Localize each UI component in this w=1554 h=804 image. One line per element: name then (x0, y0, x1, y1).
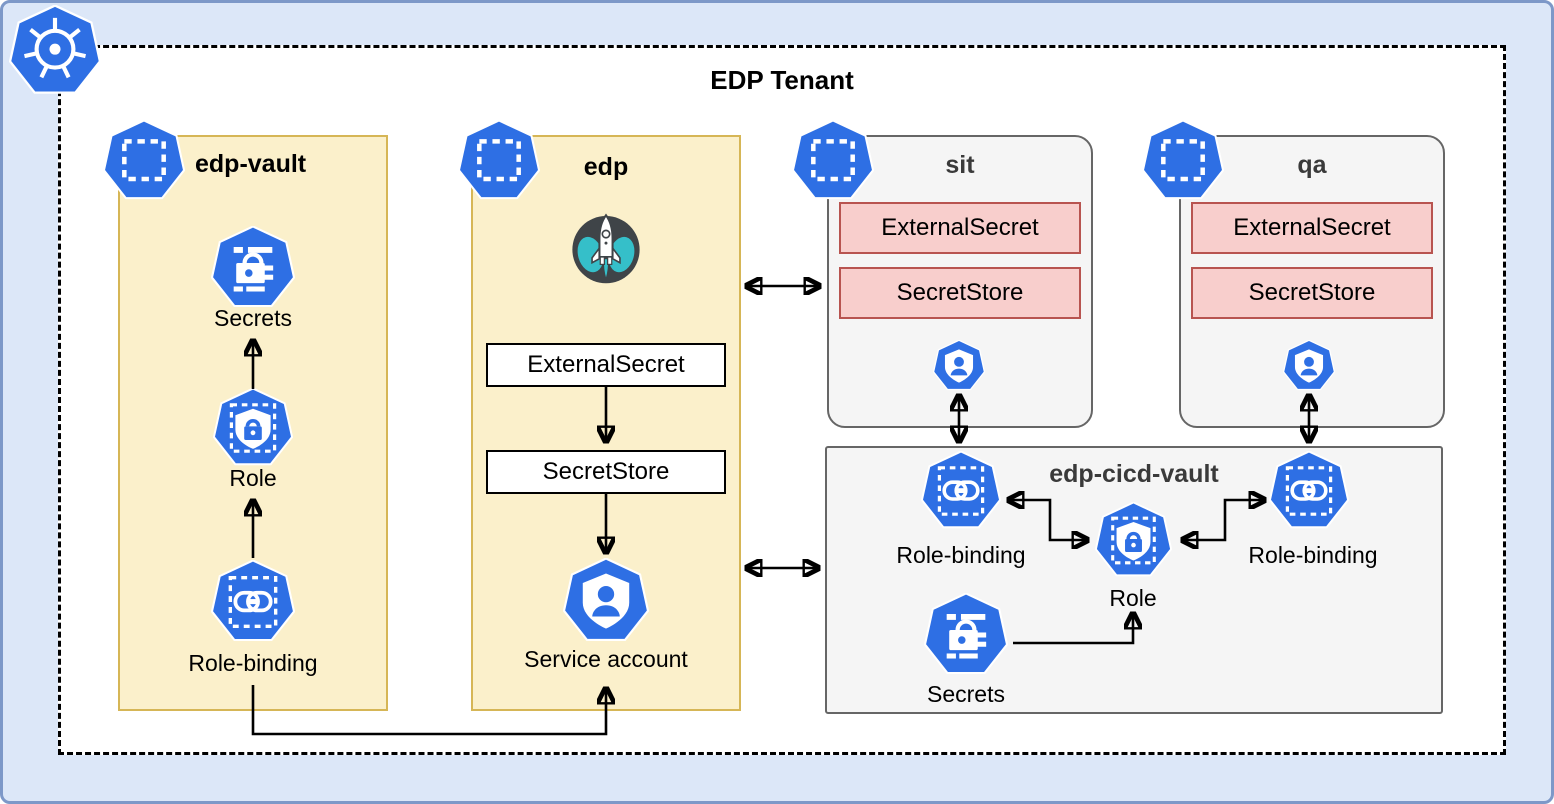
role-label: Role (1109, 585, 1157, 611)
namespace-edp-vault-title: edp-vault (195, 150, 307, 178)
external-secret-box: ExternalSecret (486, 343, 726, 387)
edp-platform-logo (565, 207, 647, 289)
role-icon (1095, 502, 1172, 579)
role-binding-right-label: Role-binding (1248, 542, 1378, 568)
service-account-icon (933, 340, 985, 392)
secret-store-box: SecretStore (486, 450, 726, 494)
namespace-edp-title: edp (583, 153, 629, 181)
secrets-icon (211, 226, 295, 310)
namespace-qa-title: qa (1297, 151, 1327, 179)
role-binding-icon (921, 451, 1001, 531)
tenant-title: EDP Tenant (710, 65, 854, 95)
role-binding-left-label: Role-binding (896, 542, 1026, 568)
role-binding-label: Role-binding (188, 650, 318, 676)
service-account-icon (1283, 340, 1335, 392)
secrets-icon (924, 593, 1008, 677)
secret-store-box: SecretStore (1191, 267, 1433, 319)
secret-store-box: SecretStore (839, 267, 1081, 319)
external-secret-box: ExternalSecret (839, 202, 1081, 254)
role-label: Role (229, 465, 277, 491)
namespace-edp-cicd-vault-title: edp-cicd-vault (1049, 460, 1219, 488)
service-account-label: Service account (524, 646, 688, 672)
secrets-label: Secrets (927, 681, 1005, 707)
role-binding-icon (211, 560, 295, 644)
namespace-sit-title: sit (945, 151, 975, 179)
service-account-icon (563, 558, 649, 644)
namespace-icon (103, 120, 185, 202)
external-secret-box: ExternalSecret (1191, 202, 1433, 254)
role-icon (213, 388, 293, 468)
secrets-label: Secrets (214, 305, 292, 331)
role-binding-icon (1269, 451, 1349, 531)
